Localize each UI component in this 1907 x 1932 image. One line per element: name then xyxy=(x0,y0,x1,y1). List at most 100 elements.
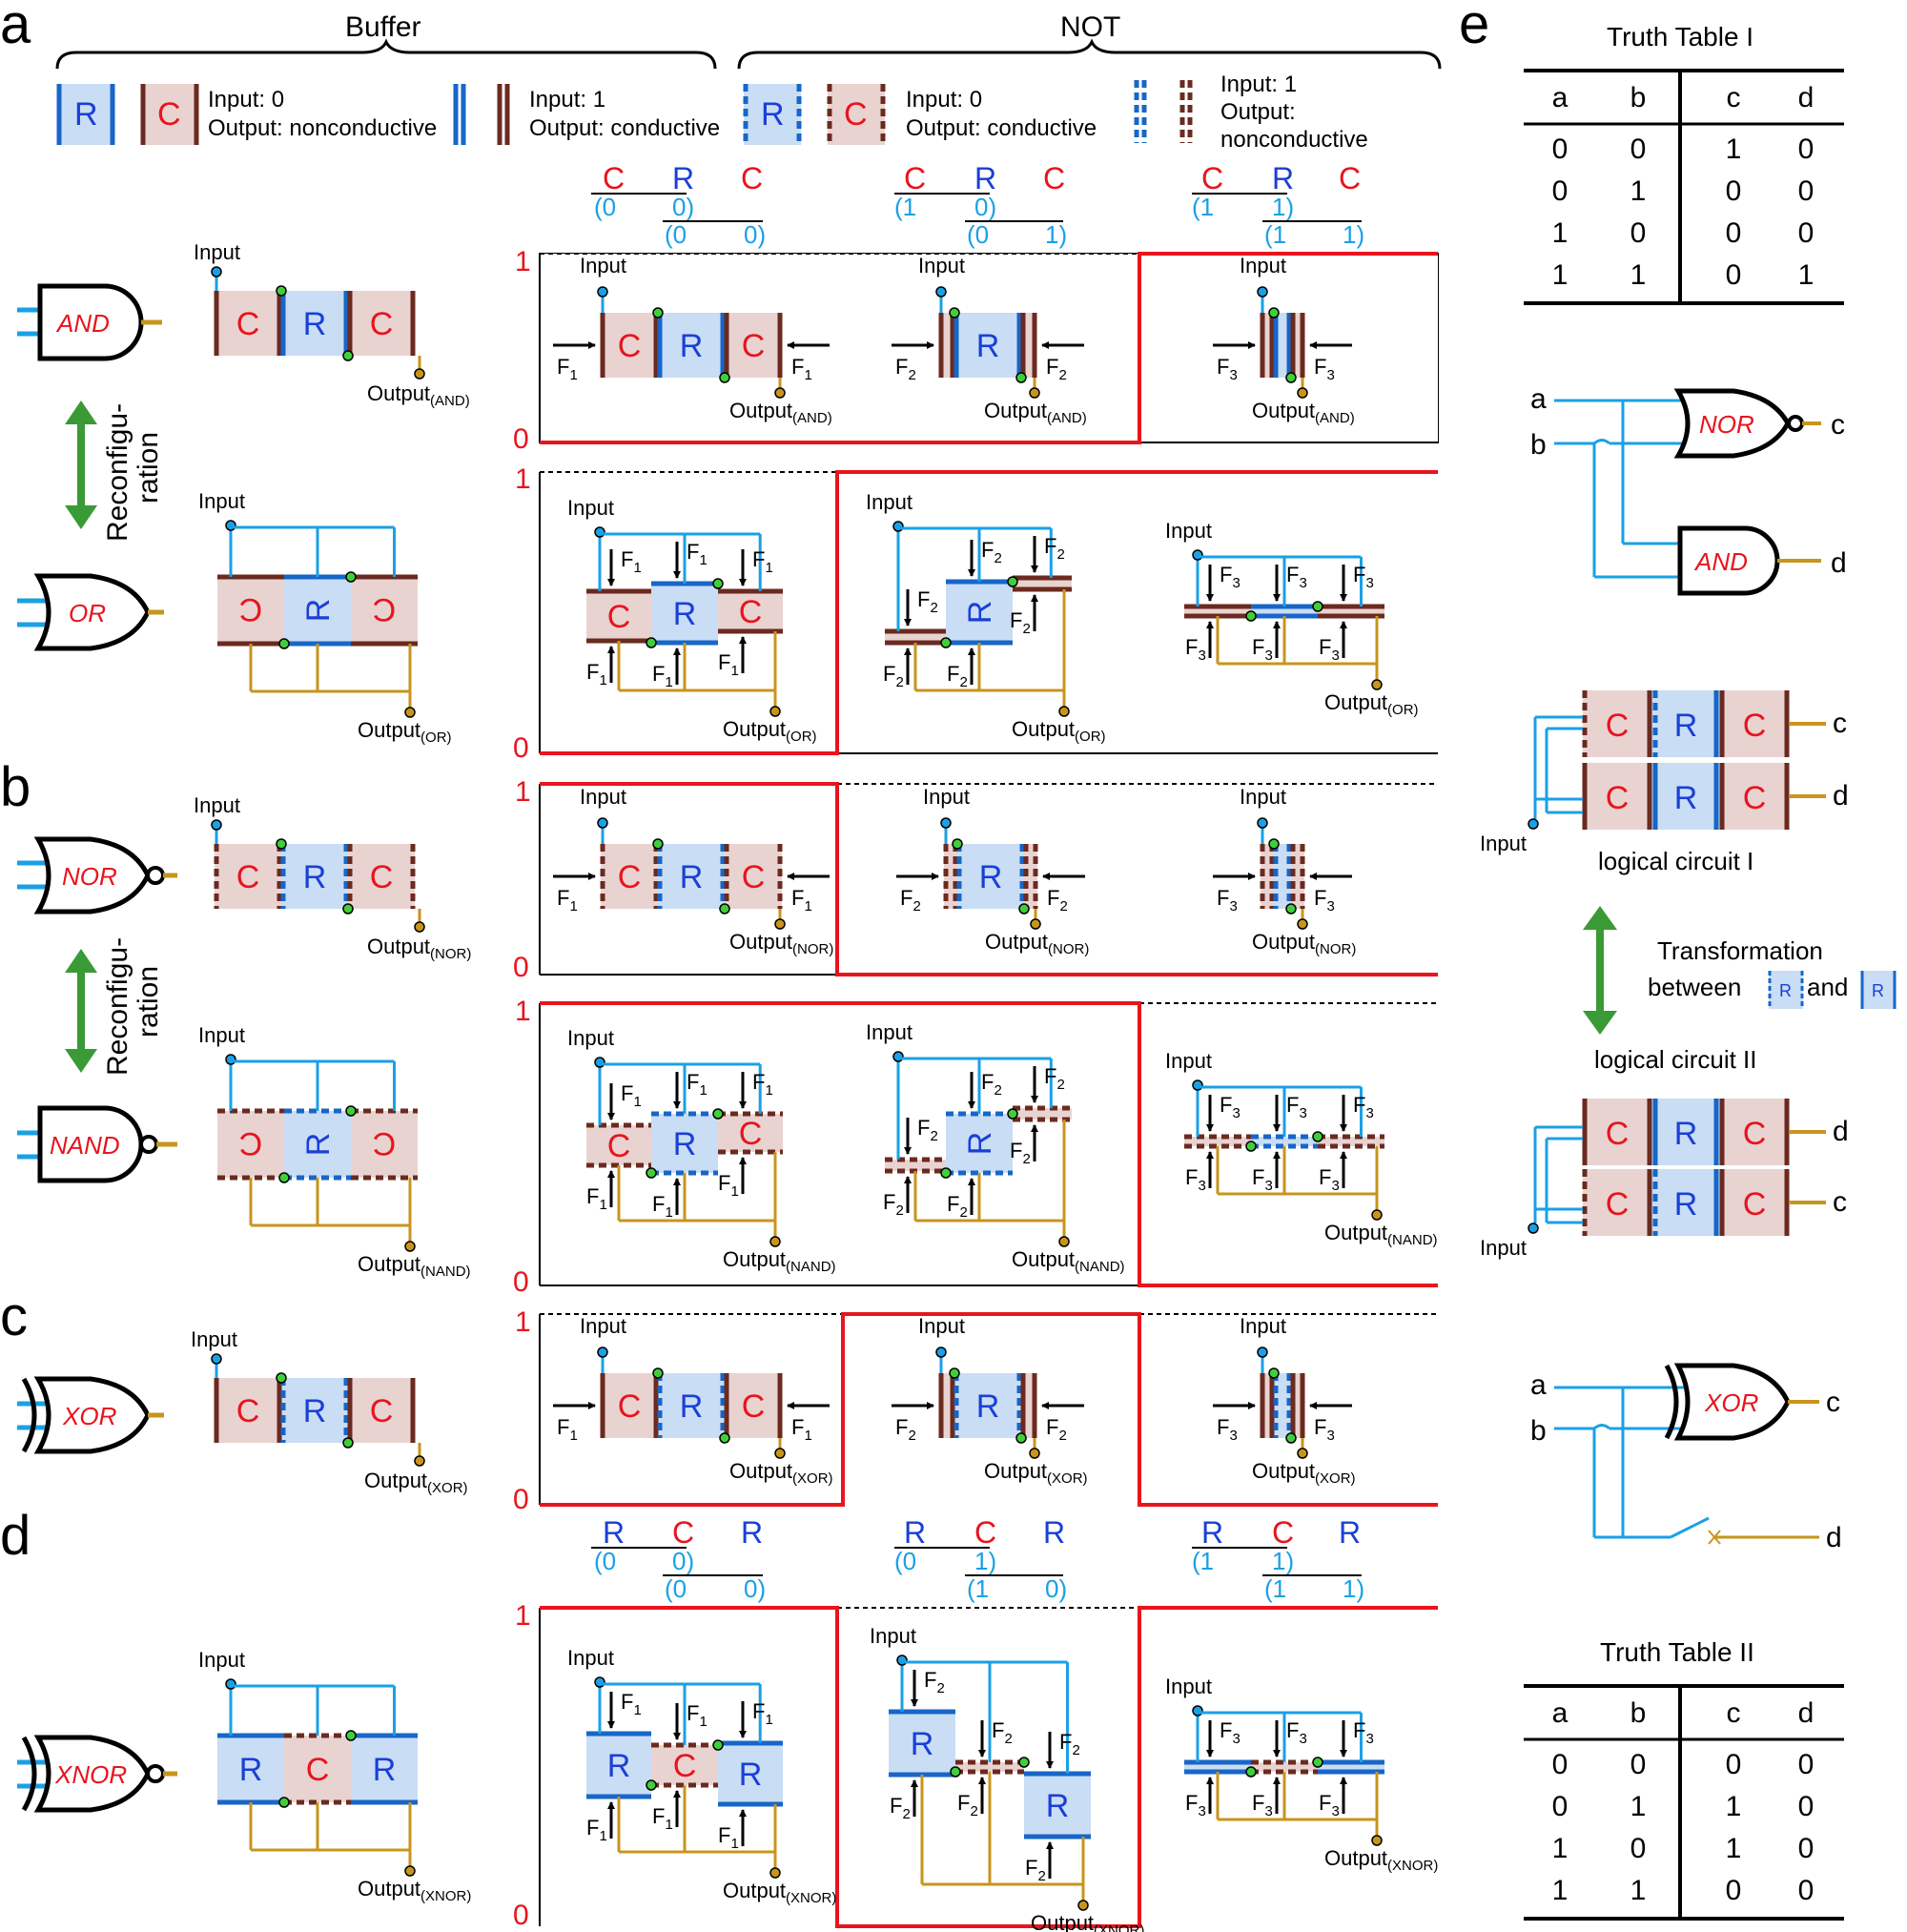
table-cell: 1 xyxy=(1630,259,1647,291)
svg-text:(1: (1 xyxy=(1192,193,1214,221)
table-cell: 0 xyxy=(1552,1791,1569,1822)
legend: R C Input: 0 Output: nonconductive Input… xyxy=(56,72,1368,153)
plot-xor: 1 0 xyxy=(513,1306,1438,1515)
output-label: Output(XOR) xyxy=(984,1459,1088,1487)
c-label: C xyxy=(618,328,642,364)
svg-text:1: 1 xyxy=(515,246,531,277)
r-label: R xyxy=(680,1388,704,1425)
force-label: F1 xyxy=(752,1699,773,1728)
output-label: Output(NOR) xyxy=(729,930,833,957)
r-label: R xyxy=(739,1757,763,1793)
panel-label-c: c xyxy=(0,1285,28,1347)
svg-text:C: C xyxy=(1043,161,1065,195)
table-cell: 1 xyxy=(1726,1833,1742,1864)
r-block xyxy=(946,582,1013,643)
force-label: F3 xyxy=(1220,563,1241,591)
r-label: R xyxy=(962,601,998,625)
c-block xyxy=(1013,578,1072,589)
svg-text:(0: (0 xyxy=(594,193,616,221)
svg-text:R: R xyxy=(672,161,694,195)
force-label: F2 xyxy=(924,1668,945,1696)
c-block xyxy=(725,313,782,378)
force-label: F1 xyxy=(621,1081,642,1110)
svg-text:0: 0 xyxy=(513,952,529,983)
input-label: Input xyxy=(567,1026,614,1050)
legend-output-nonconductive: Output: nonconductive xyxy=(208,115,437,141)
input-label: Input xyxy=(580,785,626,809)
r-label: R xyxy=(300,599,337,623)
c-label: C xyxy=(373,591,397,627)
c-block xyxy=(1184,1137,1251,1146)
legend-not-output-conductive: Output: conductive xyxy=(906,115,1097,141)
c-label: C xyxy=(1743,708,1767,744)
force-label: F2 xyxy=(890,1794,911,1822)
input-label: Input xyxy=(1480,1236,1527,1260)
table-cell: 1 xyxy=(1630,1875,1647,1906)
force-label: F2 xyxy=(1044,1064,1065,1093)
r-block xyxy=(1651,763,1720,830)
c-label: C xyxy=(673,1748,697,1784)
sequence-top-2: C R C (1 0) (0 1) xyxy=(894,161,1067,249)
input-label: Input xyxy=(918,1314,965,1338)
svg-text:0): 0) xyxy=(672,193,694,221)
force-label: F2 xyxy=(981,538,1002,566)
force-label: F2 xyxy=(1010,608,1031,637)
input-label: Input xyxy=(866,490,912,514)
force-label: F3 xyxy=(1319,1791,1340,1819)
input-label: Input xyxy=(1165,519,1212,543)
table-cell: 0 xyxy=(1798,217,1815,249)
output-label: Output(OR) xyxy=(1324,690,1419,718)
force-label: F3 xyxy=(1353,563,1374,591)
force-label: F2 xyxy=(1025,1856,1046,1884)
input-label: Input xyxy=(1165,1049,1212,1073)
sequence-bottom-2: R C R (0 1) (1 0) xyxy=(894,1515,1067,1603)
c-label: C xyxy=(1606,1116,1630,1152)
svg-text:NOR: NOR xyxy=(62,862,117,891)
force-label: F3 xyxy=(1319,635,1340,664)
r-block xyxy=(217,1736,284,1802)
r-label: R xyxy=(300,1133,337,1157)
force-label: F3 xyxy=(1252,1791,1273,1819)
input-label: Input xyxy=(567,1646,614,1670)
force-label: F2 xyxy=(883,662,904,690)
table-header: c xyxy=(1727,1697,1741,1729)
svg-text:AND: AND xyxy=(1693,547,1748,576)
force-label: F1 xyxy=(687,540,707,568)
c-label: C xyxy=(236,1393,260,1429)
table-header: b xyxy=(1630,1697,1647,1729)
c-block xyxy=(1013,1108,1072,1120)
r-label: R xyxy=(1674,1116,1698,1152)
table-cell: 0 xyxy=(1726,1875,1742,1906)
c-label: C xyxy=(739,594,763,630)
output-letter: c xyxy=(1833,708,1847,739)
svg-text:R: R xyxy=(1201,1515,1223,1550)
svg-text:XOR: XOR xyxy=(62,1402,116,1430)
force-label: F2 xyxy=(1047,886,1068,915)
svg-text:R: R xyxy=(1872,981,1884,1000)
force-label: F1 xyxy=(557,886,578,915)
output-label: Output(XNOR) xyxy=(723,1879,836,1906)
force-label: F2 xyxy=(957,1791,978,1819)
nand-gate: NAND xyxy=(17,1105,177,1183)
force-label: F2 xyxy=(992,1718,1013,1747)
output-label: Output(NOR) xyxy=(367,935,471,962)
force-label: F3 xyxy=(1286,1093,1307,1121)
legend-c: C xyxy=(157,96,181,133)
force-label: F1 xyxy=(752,1070,773,1099)
force-label: F1 xyxy=(687,1701,707,1730)
svg-text:C: C xyxy=(1272,1515,1294,1550)
svg-text:1): 1) xyxy=(1343,220,1364,249)
r-block xyxy=(1651,690,1720,757)
panel-label-b: b xyxy=(0,756,31,818)
force-label: F1 xyxy=(687,1070,707,1099)
force-label: F1 xyxy=(652,1192,673,1221)
svg-text:and: and xyxy=(1807,973,1848,1001)
force-label: F2 xyxy=(900,886,921,915)
c-block xyxy=(718,1114,783,1152)
r-label: R xyxy=(911,1726,934,1762)
c-label: C xyxy=(370,306,394,342)
force-label: F1 xyxy=(718,1171,739,1200)
c-label: C xyxy=(618,1388,642,1425)
c-block xyxy=(1583,1169,1651,1236)
